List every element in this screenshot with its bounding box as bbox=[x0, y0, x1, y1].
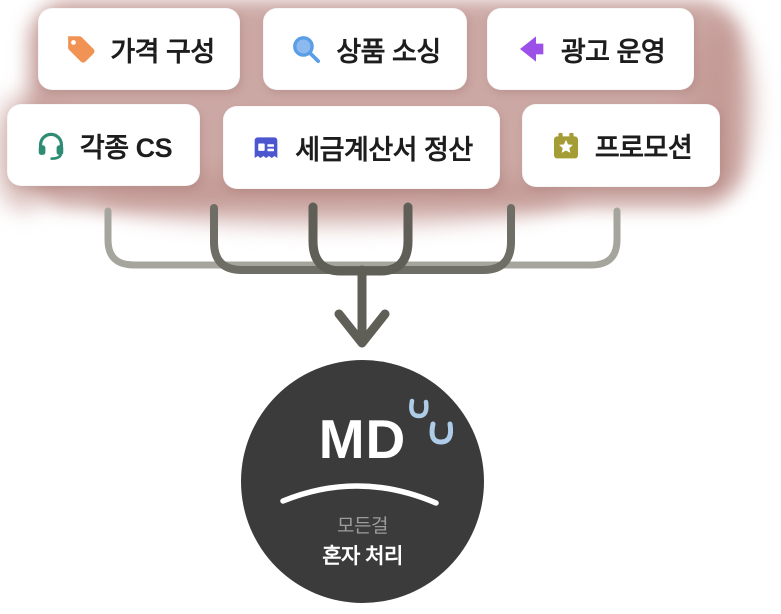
merge-bracket-dark bbox=[210, 202, 515, 276]
headset-icon bbox=[38, 132, 64, 160]
card-label: 가격 구성 bbox=[110, 36, 215, 67]
card-label: 광고 운영 bbox=[560, 36, 666, 67]
speaker-icon bbox=[519, 36, 544, 62]
card-ads: 광고 운영 bbox=[487, 8, 694, 90]
card-tax-invoice: 세금계산서 정산 bbox=[223, 106, 500, 189]
magnifier-icon bbox=[293, 36, 321, 64]
merge-bracket-light bbox=[104, 207, 621, 269]
card-label: 상품 소싱 bbox=[336, 36, 441, 67]
card-label: 각종 CS bbox=[79, 132, 173, 163]
md-subtitle-line2: 혼자 처리 bbox=[322, 545, 403, 568]
md-circle bbox=[241, 360, 484, 603]
md-title: MD bbox=[318, 408, 407, 470]
card-label: 세금계산서 정산 bbox=[295, 135, 473, 165]
down-arrow bbox=[334, 265, 390, 348]
md-subtitle-line1: 모든걸 bbox=[337, 516, 388, 537]
card-cs: 각종 CS bbox=[7, 104, 200, 186]
card-label: 프로모션 bbox=[594, 133, 693, 163]
tag-icon bbox=[67, 36, 95, 63]
calendar-star-icon bbox=[553, 132, 578, 158]
receipt-icon bbox=[254, 136, 278, 158]
card-promotion: 프로모션 bbox=[522, 104, 720, 187]
card-pricing: 가격 구성 bbox=[38, 8, 240, 90]
card-sourcing: 상품 소싱 bbox=[263, 8, 467, 90]
